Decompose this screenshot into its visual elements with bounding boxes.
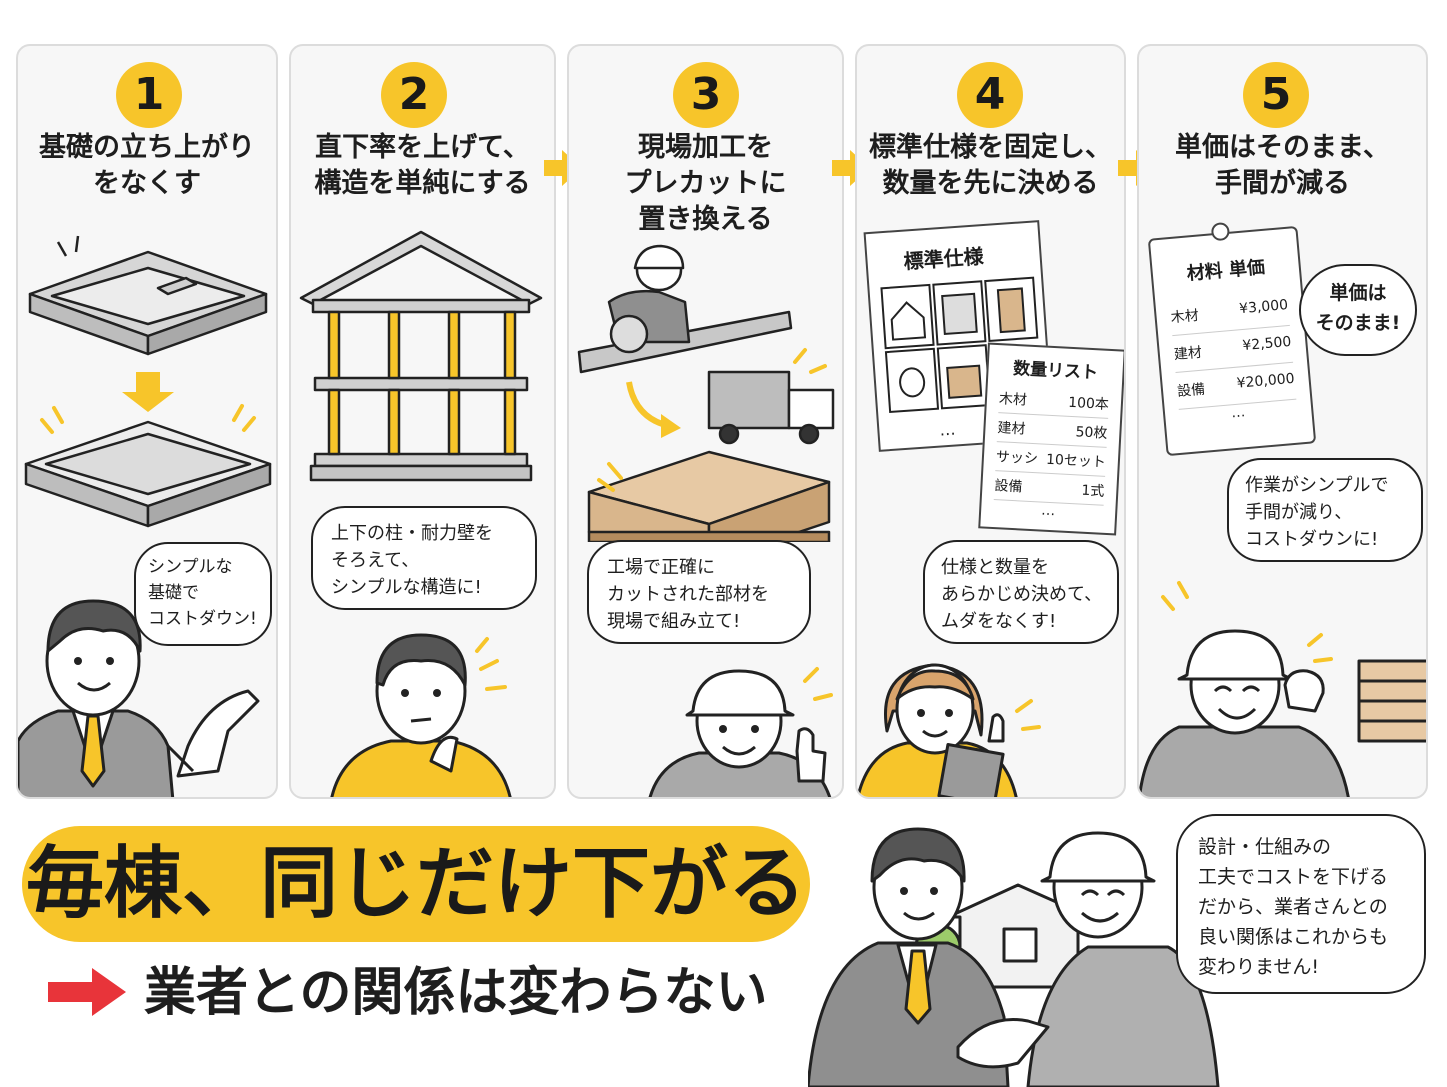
speech-bubble-1: シンプルな 基礎で コストダウン! [134,542,272,646]
spec-icon-grid [880,276,1039,414]
main-banner: 毎棟、同じだけ下がる [22,826,810,942]
step-panel-1: 1 基礎の立ち上がり をなくす シンプルな 基礎で コストダウン! [16,44,278,799]
step-number-3: 3 [673,62,739,128]
step-number-5: 5 [1243,62,1309,128]
step-title-3: 現場加工を プレカットに 置き換える [624,132,787,235]
step-panel-3: 3 現場加工を プレカットに 置き換える 工場で正確に [567,44,844,799]
red-arrow-icon [48,968,126,1016]
precut-factory-illustration [577,244,835,542]
step-arrow-2 [544,150,582,186]
businessman-illustration [18,599,260,797]
step-title-4: 標準仕様を固定し、 数量を先に決める [869,132,1112,199]
step-panel-2: 2 直下率を上げて、 構造を単純にする 上下の柱・耐力壁を そろえて、 シンプル… [289,44,556,799]
speech-bubble-3: 工場で正確に カットされた部材を 現場で組み立て! [587,540,811,644]
price-tag-hole [1210,221,1231,242]
worker-fist-illustration [1139,581,1426,797]
step-number-4: 4 [957,62,1023,128]
speech-bubble-5: 作業がシンプルで 手間が減り、 コストダウンに! [1227,458,1423,562]
step-number-2: 2 [381,62,447,128]
spec-card-title: 標準仕様 [902,244,985,274]
step-title-5: 単価はそのまま、 手間が減る [1175,132,1390,199]
handshake-illustration [808,827,1220,1087]
spec-card-more: … [938,419,957,440]
foundation-illustration [24,235,272,528]
step-title-1: 基礎の立ち上がり をなくす [39,132,255,199]
subline-text: 業者との関係は変わらない [144,963,768,1023]
thinking-man-illustration [330,633,512,797]
price-unchanged-bubble: 単価は そのまま! [1299,264,1417,356]
woman-clipboard-illustration [857,663,1041,797]
step-number-1: 1 [116,62,182,128]
frame-structure-illustration [299,230,543,482]
price-tag-title: 材料 単価 [1185,256,1266,285]
step-panel-5: 5 単価はそのまま、 手間が減る 材料 単価 木材¥3,000 建材¥2,500… [1137,44,1428,799]
step-arrow-3 [832,150,870,186]
quantity-list-title: 数量リスト [1012,358,1099,384]
final-speech-bubble: 設計・仕組みの 工夫でコストを下げる だから、業者さんとの 良い関係はこれからも… [1176,814,1426,994]
standard-spec-card: 標準仕様 … [863,220,1055,452]
worker-thumbs-up-illustration [648,667,833,797]
speech-bubble-4: 仕様と数量を あらかじめ決めて、 ムダをなくす! [923,540,1119,644]
step-title-2: 直下率を上げて、 構造を単純にする [314,132,531,199]
speech-bubble-2: 上下の柱・耐力壁を そろえて、 シンプルな構造に! [311,506,537,610]
price-tag-card: 材料 単価 木材¥3,000 建材¥2,500 設備¥20,000 … [1147,221,1317,457]
